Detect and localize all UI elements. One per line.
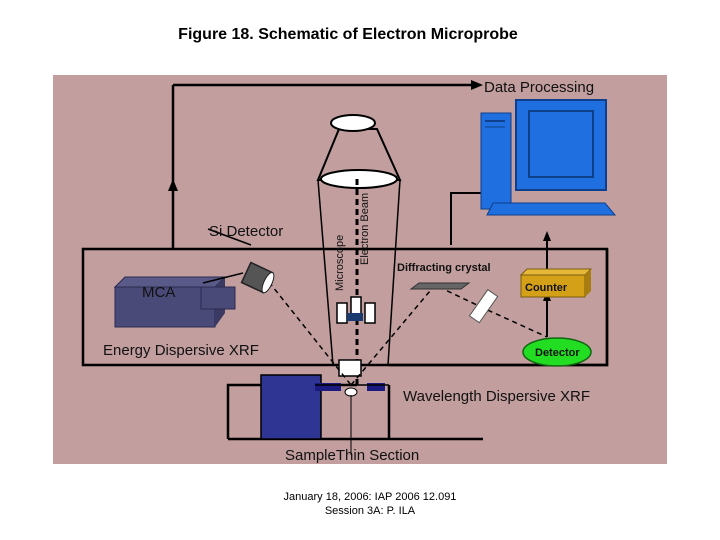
column-left-edge	[317, 179, 334, 366]
label-counter: Counter	[525, 282, 568, 294]
sample-stage-right	[367, 383, 385, 391]
column-wide-lens	[320, 169, 398, 189]
label-energy-dispersive-xrf: Energy Dispersive XRF	[103, 342, 259, 359]
footer-caption: January 18, 2006: IAP 2006 12.091 Sessio…	[0, 490, 720, 518]
footer-line-2: Session 3A: P. ILA	[324, 505, 416, 517]
label-electron-beam: Electron Beam	[359, 193, 371, 265]
arrow-up-icon	[543, 231, 551, 241]
label-detector: Detector	[535, 347, 580, 359]
si-detector-pointer	[207, 228, 252, 246]
wds-detector-slit-icon	[468, 288, 499, 324]
column-aperture	[338, 359, 362, 377]
mca-pointer	[202, 272, 244, 284]
beam-spot	[344, 387, 358, 397]
computer-screen	[528, 110, 594, 178]
si-detector-window	[261, 272, 275, 294]
column-pod-icon	[336, 302, 348, 324]
arrow-up-icon	[168, 179, 178, 191]
label-mca: MCA	[142, 284, 175, 301]
detector-oval-icon	[522, 337, 592, 367]
computer-tower-icon	[480, 112, 512, 210]
column-top-lens	[330, 114, 376, 132]
mca-step-icon	[200, 286, 236, 310]
wds-outline	[389, 249, 609, 367]
footer-line-1: January 18, 2006: IAP 2006 12.091	[283, 491, 457, 503]
wds-slit-body	[468, 288, 499, 324]
mca-box-icon	[114, 286, 216, 328]
arrow-right-icon	[471, 80, 483, 90]
xray-path-eds	[268, 281, 352, 386]
microprobe-schematic: Data Processing Si Detector MCA Microsco…	[81, 79, 617, 464]
column-pod-center	[347, 313, 363, 321]
si-detector-icon	[240, 261, 275, 294]
label-data-processing: Data Processing	[484, 79, 594, 96]
sample-holder-block	[260, 374, 322, 440]
figure-title: Figure 18. Schematic of Electron Micropr…	[178, 26, 518, 43]
diffracting-crystal-icon	[409, 282, 471, 290]
diagram-panel: Data Processing Si Detector MCA Microsco…	[53, 75, 667, 464]
sample-stage-left	[315, 383, 341, 391]
label-si-detector: Si Detector	[209, 223, 283, 240]
computer-side-line	[450, 192, 493, 245]
label-microscope: Microscope	[334, 235, 346, 291]
counter-side-face	[585, 269, 591, 297]
label-wavelength-dispersive-xrf: Wavelength Dispersive XRF	[403, 388, 590, 405]
column-pod-icon	[364, 302, 376, 324]
counter-top-face	[519, 268, 593, 276]
computer-keyboard-icon	[486, 202, 617, 216]
label-sample-thin-section: SampleThin Section	[285, 447, 419, 464]
label-diffracting-crystal: Diffracting crystal	[397, 262, 491, 274]
xray-path-wds	[350, 284, 548, 386]
column-right-edge	[387, 179, 401, 366]
